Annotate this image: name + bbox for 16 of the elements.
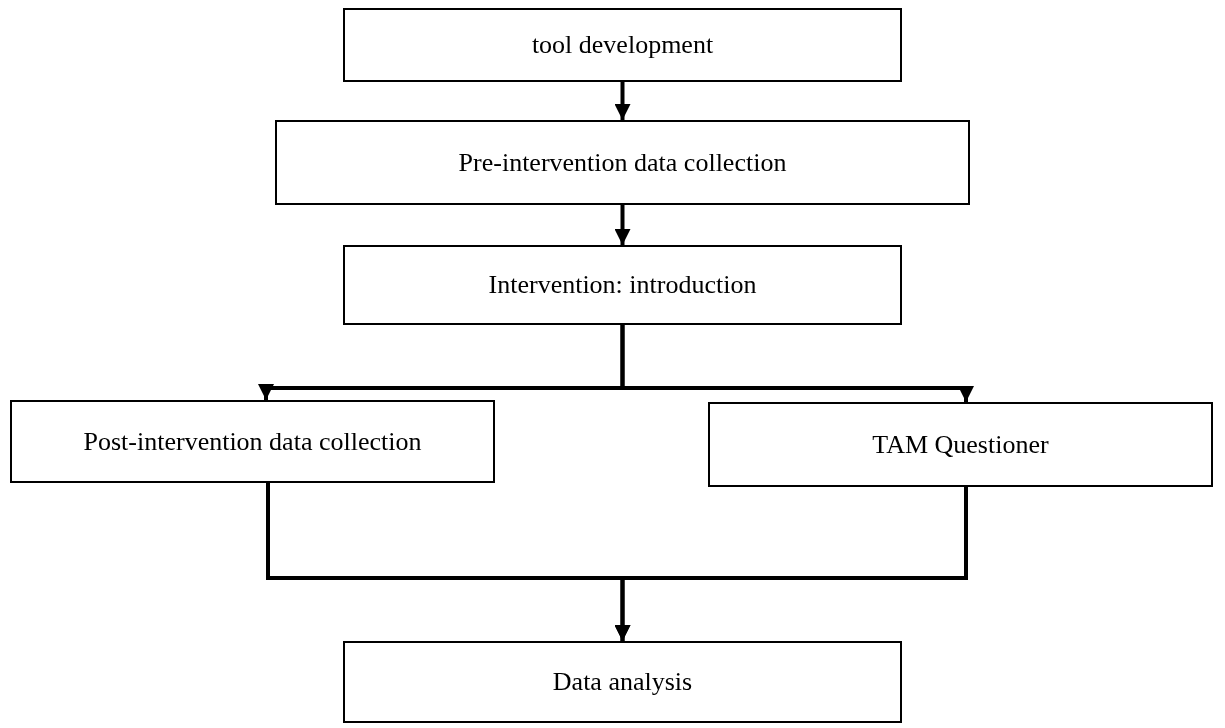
arrow [614,205,631,245]
box-label: Intervention: introduction [488,270,757,300]
arrow [614,487,968,641]
process-box [343,245,902,325]
process-box [708,402,1213,487]
box-label: Pre-intervention data collection [458,147,787,178]
box-label: Post-intervention data collection [83,426,422,457]
box-label: TAM Questioner [872,429,1049,460]
process-box [10,400,495,483]
process-box [343,641,902,723]
process-box [343,8,902,82]
arrow [614,82,631,120]
box-label: Data analysis [552,667,693,697]
process-box [275,120,970,205]
box-label: tool development [531,30,714,60]
arrow [620,325,974,402]
